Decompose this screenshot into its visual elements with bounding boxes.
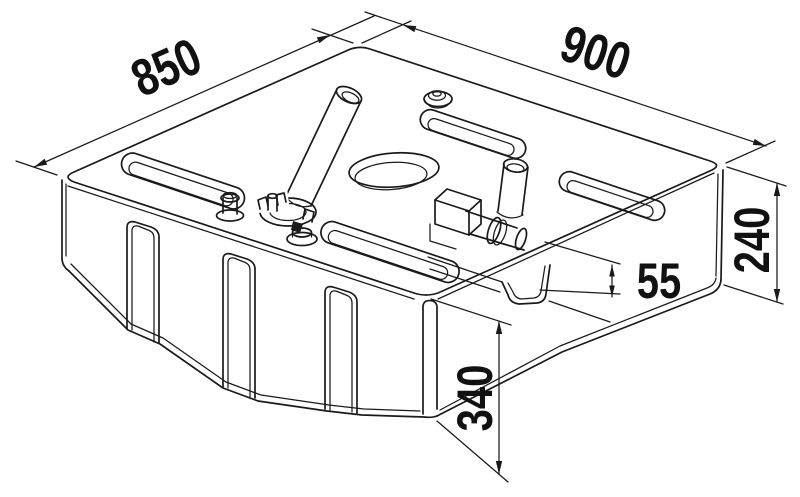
small-cap xyxy=(423,90,453,109)
rib-channel-1-inner xyxy=(131,225,155,343)
outlet-assembly xyxy=(427,188,611,323)
slot-right-inner xyxy=(566,179,654,219)
ext-line xyxy=(726,166,787,187)
tank-top-face xyxy=(67,46,718,296)
dimension-55: 55 xyxy=(539,241,681,309)
rib-channel-2 xyxy=(222,252,256,399)
dimension-240: 240 xyxy=(723,166,787,305)
ext-line xyxy=(544,241,621,265)
arrowhead xyxy=(609,265,615,277)
mounting-bracket xyxy=(429,188,482,250)
right-bottom-edge xyxy=(436,279,722,417)
arrowhead xyxy=(495,321,503,334)
rib-channel-1 xyxy=(126,220,160,344)
rib-channel-3-inner xyxy=(329,290,353,413)
filler-tube-small xyxy=(496,158,529,219)
dimension-label-55: 55 xyxy=(637,253,681,309)
arrowhead xyxy=(34,158,48,167)
arrowhead xyxy=(609,285,615,297)
arrowhead xyxy=(403,25,417,33)
arrowhead xyxy=(773,289,781,302)
tank-body xyxy=(61,46,724,419)
slot-front-inner xyxy=(327,229,449,280)
ext-line xyxy=(311,28,354,44)
top-edge-lip-right xyxy=(437,172,715,300)
front-bottom-edge xyxy=(68,270,438,419)
outlet-pipe xyxy=(465,210,528,251)
round-opening xyxy=(348,151,440,189)
ledge-edge-3 xyxy=(548,300,611,323)
ext-line xyxy=(723,284,784,305)
ext-line xyxy=(539,289,621,295)
dim-line xyxy=(33,15,375,168)
rib-channels xyxy=(126,220,438,415)
slot-right xyxy=(558,170,666,222)
top-edge-lip-left xyxy=(67,185,415,300)
ledge-edge-2 xyxy=(429,268,501,293)
rib-channel-2-inner xyxy=(227,257,251,398)
right-bottom-edge-inner xyxy=(439,277,717,411)
arrowhead xyxy=(773,183,781,196)
ext-line xyxy=(15,160,58,176)
arrowhead xyxy=(316,35,330,44)
u-notch-inner xyxy=(507,265,546,300)
sender-dome xyxy=(286,227,318,247)
bayonet-cap xyxy=(251,187,317,233)
right-edge xyxy=(720,169,724,281)
right-edge-lip xyxy=(715,173,719,277)
slot-front xyxy=(320,220,460,284)
ext-line xyxy=(430,298,512,326)
dimension-340: 340 xyxy=(430,298,512,483)
rib-channel-3 xyxy=(324,285,358,414)
front-corner-column xyxy=(422,299,438,415)
top-features xyxy=(120,85,666,284)
arrowhead xyxy=(495,461,503,474)
round-opening-inner xyxy=(354,161,428,191)
ledge-edge-1 xyxy=(427,256,503,283)
vent-fitting xyxy=(215,191,245,222)
dimension-label-340: 340 xyxy=(447,365,503,432)
slot-mid-right xyxy=(419,108,527,160)
slot-mid-right-inner xyxy=(427,117,515,157)
u-notch xyxy=(501,264,551,305)
slot-left xyxy=(120,152,246,210)
front-bottom-edge-inner xyxy=(70,263,421,412)
arrowhead xyxy=(752,138,766,146)
dimension-850: 850 xyxy=(15,15,375,176)
dim-line xyxy=(364,11,767,147)
ext-line xyxy=(436,420,509,483)
dimension-900: 900 xyxy=(361,11,776,164)
dimension-label-850: 850 xyxy=(122,26,209,108)
dimension-label-240: 240 xyxy=(724,207,780,274)
ext-line xyxy=(725,140,776,164)
filler-tube-large xyxy=(284,85,363,208)
left-edge xyxy=(61,179,70,272)
